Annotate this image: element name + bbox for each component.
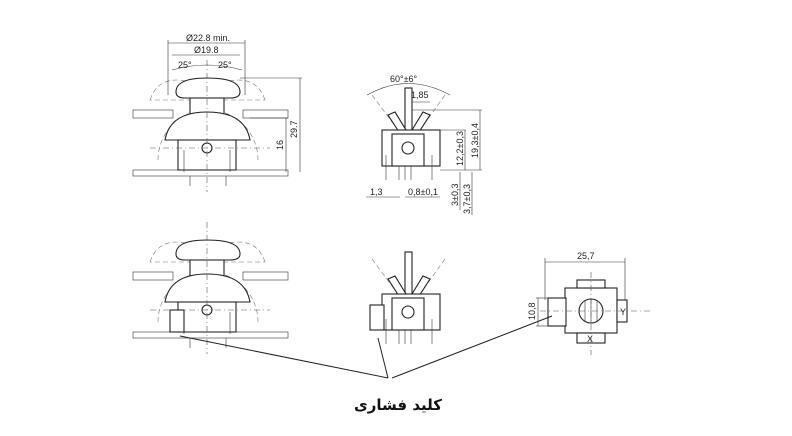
dim-pin-width: 0,8±0,1: [408, 187, 438, 197]
top-view: [536, 258, 650, 355]
dim-diameter-min: Ø22.8 min.: [186, 33, 230, 43]
dim-pin-length-b: 3,7±0,3: [462, 184, 472, 214]
dim-height-total: 29.7: [289, 120, 299, 138]
dim-height-dome: 16: [275, 140, 285, 150]
dim-total-height: 19,3±0,4: [470, 123, 480, 158]
dim-shaft: 1,85: [411, 90, 429, 100]
axis-x-label: X: [587, 334, 593, 344]
dim-pin-length-a: 3±0,3: [450, 184, 460, 206]
dim-tilt-angle: 60°±6°: [390, 74, 418, 84]
dim-width: 25,7: [577, 251, 595, 261]
dim-angle-left: 25°: [178, 60, 192, 70]
front-view-bottom: [369, 251, 446, 345]
dim-switch-height: 10,8: [527, 302, 537, 320]
dim-diameter: Ø19.8: [194, 45, 219, 55]
side-view-bottom: [132, 221, 289, 355]
front-view-top: [366, 83, 482, 215]
dim-angle-right: 25°: [218, 60, 232, 70]
dim-body-height: 12,2±0,3: [455, 131, 465, 166]
side-view-top: [132, 40, 302, 193]
axis-y-label: Y: [620, 307, 626, 317]
dim-pin-offset: 1,3: [370, 187, 383, 197]
leader-lines: [179, 315, 553, 379]
